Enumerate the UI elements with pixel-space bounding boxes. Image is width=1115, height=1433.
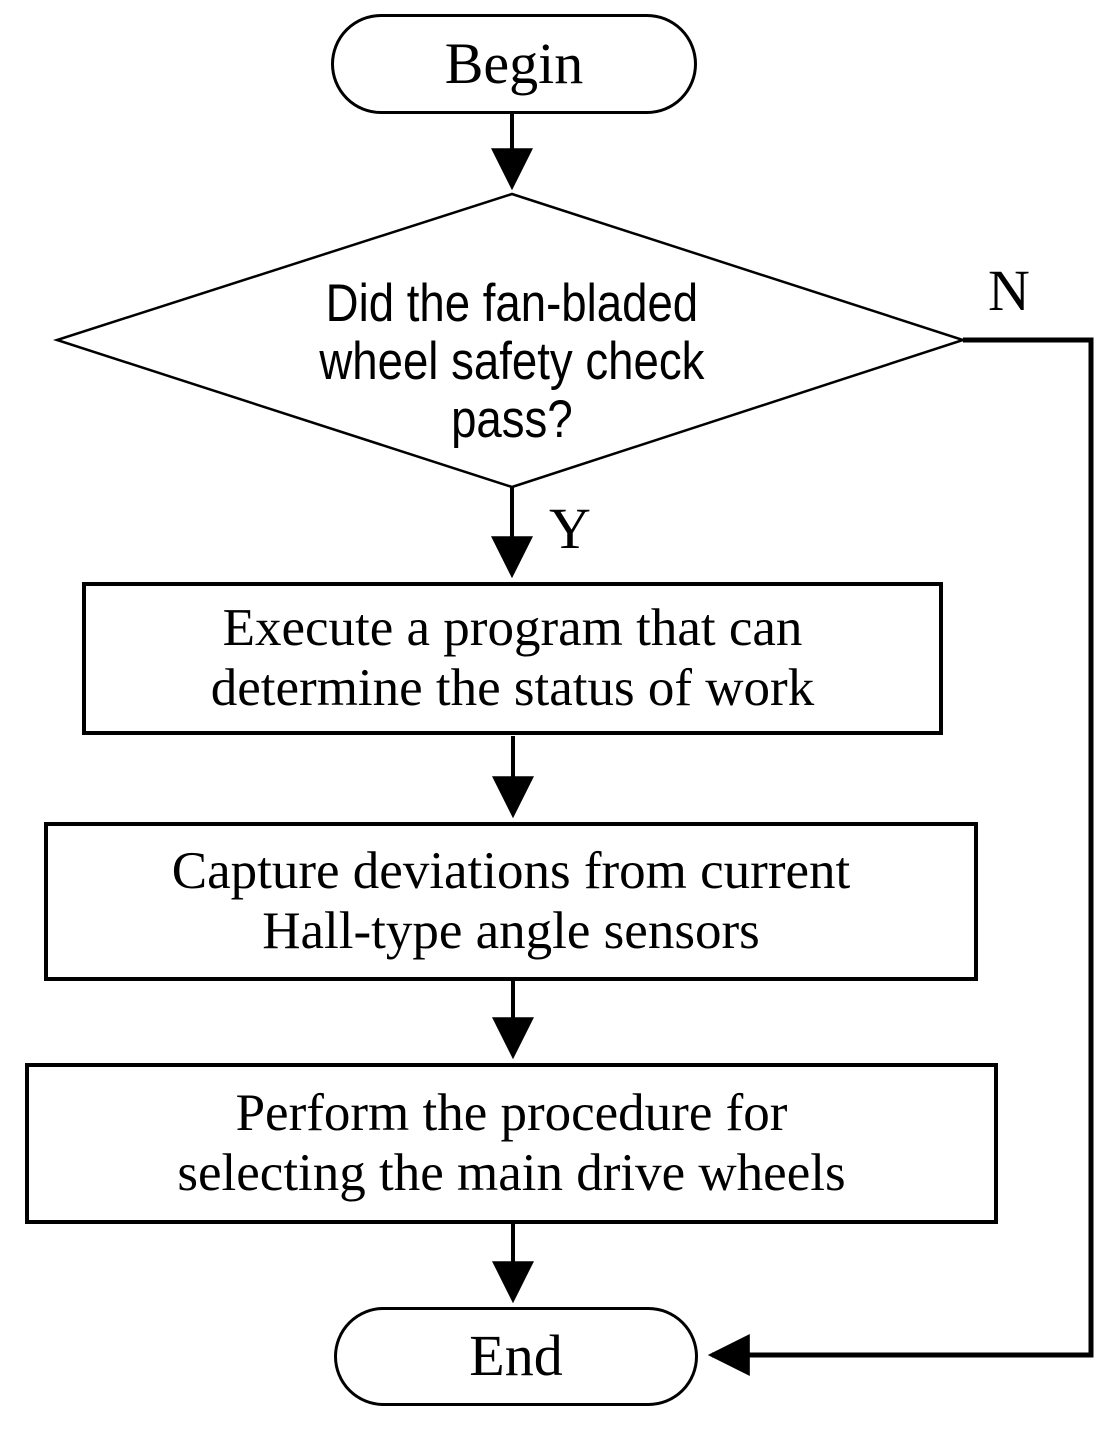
edge-decision-to-end: [707, 337, 1094, 1376]
step3-node: Perform the procedure for selecting the …: [25, 1063, 998, 1224]
step2-node: Capture deviations from current Hall-typ…: [44, 822, 978, 981]
step1-node: Execute a program that can determine the…: [82, 582, 943, 735]
step1-label: Execute a program that can determine the…: [210, 598, 815, 717]
edge-label-yes: Y: [549, 496, 591, 561]
decision-node: Did the fan-bladed wheel safety check pa…: [112, 262, 912, 462]
end-label: End: [469, 1323, 563, 1389]
begin-node: Begin: [331, 14, 697, 114]
edge-label-no: N: [988, 258, 1030, 323]
begin-label: Begin: [444, 30, 584, 96]
decision-label: Did the fan-bladed wheel safety check pa…: [319, 273, 705, 450]
step3-label: Perform the procedure for selecting the …: [177, 1083, 846, 1202]
step2-label: Capture deviations from current Hall-typ…: [171, 841, 851, 960]
end-node: End: [334, 1307, 698, 1406]
